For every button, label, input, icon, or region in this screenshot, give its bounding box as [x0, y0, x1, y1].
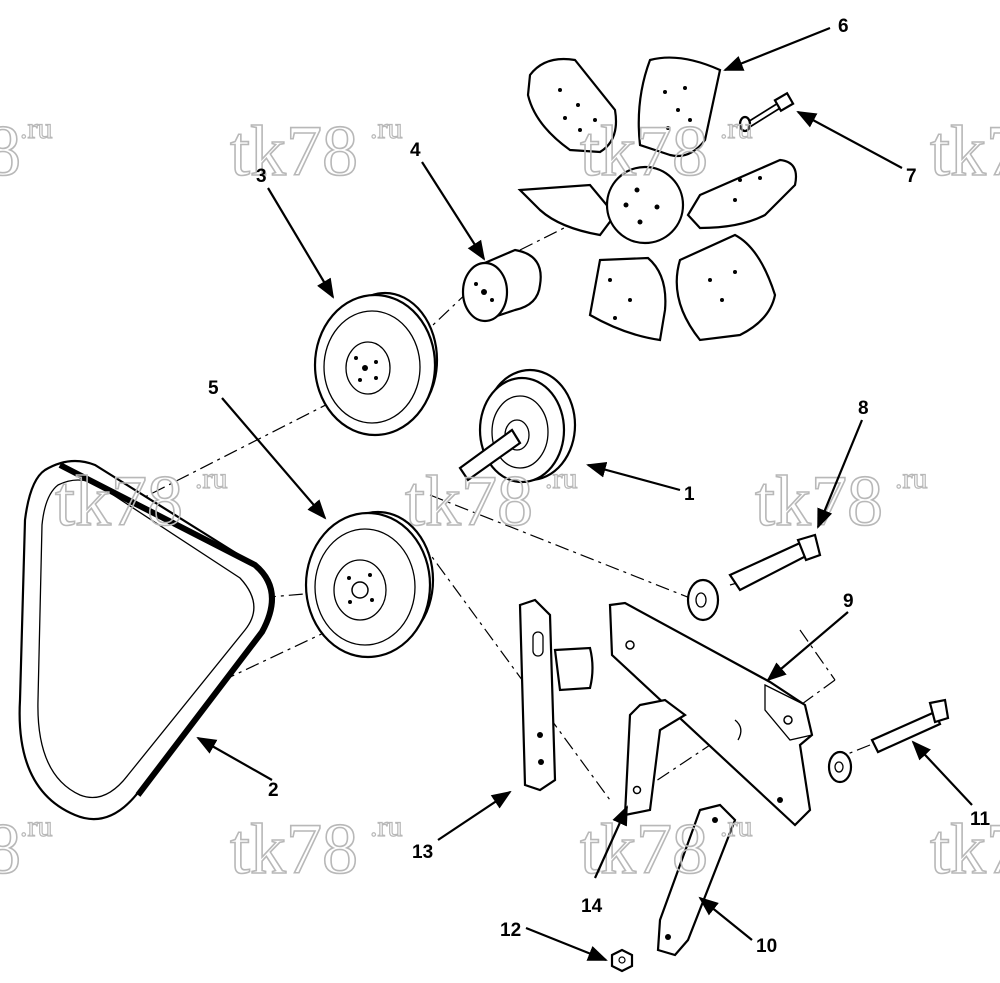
callout-9: 9: [843, 591, 854, 612]
callout-11: 11: [970, 809, 991, 830]
lower-pulley: [304, 510, 435, 659]
watermark-suffix: .ru: [195, 462, 228, 495]
watermark-text: tk78: [755, 461, 883, 541]
callout-2: 2: [268, 780, 279, 801]
watermark-text: tk78: [230, 111, 358, 191]
callout-10: 10: [756, 936, 777, 957]
watermark-text: tk78: [230, 809, 358, 889]
callout-7: 7: [906, 166, 917, 187]
callout-12: 12: [500, 920, 521, 941]
fan-spacer: [461, 248, 542, 323]
upper-pulley: [313, 291, 439, 437]
watermark-text: tk78: [930, 111, 1000, 191]
watermark-suffix: .ru: [720, 112, 753, 145]
callout-8: 8: [858, 398, 869, 419]
callout-labels: 1 2 3 4 5 6 7 8 9 10 11 12 13 14: [208, 16, 991, 957]
bracket-bolt: [827, 698, 950, 784]
callout-1: 1: [684, 484, 695, 505]
watermark-suffix: .ru: [370, 112, 403, 145]
adjustment-strap: [656, 803, 737, 957]
hex-nut: [610, 948, 634, 973]
mounting-bracket: [608, 601, 814, 827]
watermark-text: tk78: [580, 809, 708, 889]
watermark-text: tk78: [930, 809, 1000, 889]
angle-bracket: [623, 698, 742, 817]
watermark-text: 8: [0, 809, 21, 889]
callout-3: 3: [256, 166, 267, 187]
watermark-suffix: .ru: [20, 810, 53, 843]
watermarks: tk78 .ru tk78 .ru tk78 8 .ru tk78 .ru tk…: [0, 110, 1000, 890]
watermark-suffix: .ru: [370, 810, 403, 843]
watermark-suffix: .ru: [545, 462, 578, 495]
watermark-text: tk78: [55, 461, 183, 541]
watermark-suffix: .ru: [20, 112, 53, 145]
callout-4: 4: [410, 140, 421, 161]
watermark-suffix: .ru: [895, 462, 928, 495]
fan-bolt: [738, 91, 795, 133]
v-belt: [18, 459, 275, 821]
watermark-text: tk78: [580, 111, 708, 191]
idler-bolt: [686, 533, 822, 622]
watermark-suffix: .ru: [720, 810, 753, 843]
callout-6: 6: [838, 16, 849, 37]
watermark-text: 8: [0, 111, 21, 191]
watermark-text: tk78: [405, 461, 533, 541]
callout-5: 5: [208, 378, 219, 399]
idler-pulley: [458, 368, 577, 484]
callout-13: 13: [412, 842, 433, 863]
slotted-strap: [518, 598, 594, 792]
leader-lines: [196, 26, 973, 962]
callout-14: 14: [581, 896, 603, 917]
cooling-fan: [517, 56, 798, 342]
